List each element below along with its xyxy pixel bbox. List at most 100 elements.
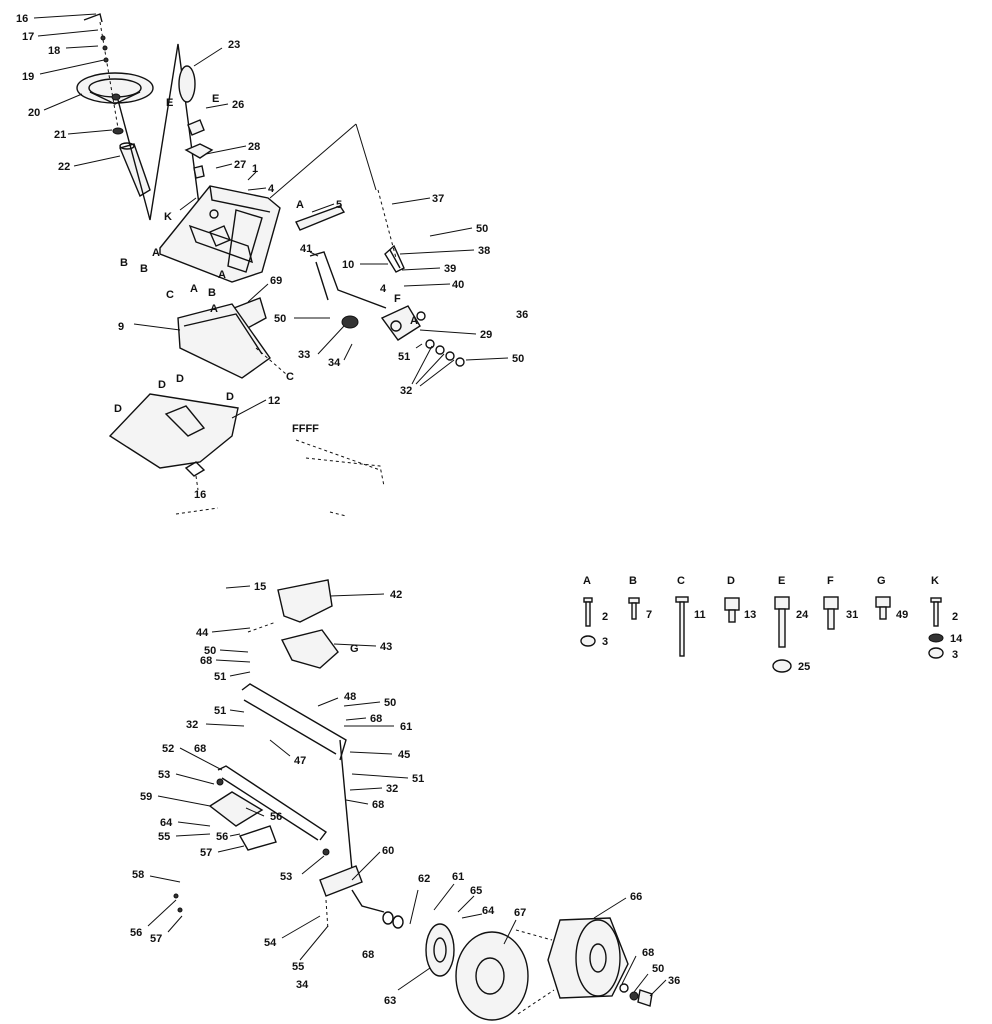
callout-leaders <box>33 13 667 997</box>
callout-50c: 50 <box>512 353 524 365</box>
callout-68: 68 <box>200 655 212 667</box>
floor-plate <box>108 393 267 469</box>
axle-hardware <box>173 778 404 931</box>
callout-68d: 68 <box>372 799 384 811</box>
callout-54: 54 <box>264 937 277 949</box>
steering-link <box>241 621 347 761</box>
hw-e-part: 25 <box>798 661 810 673</box>
callout-55: 55 <box>158 831 170 843</box>
axle-cap <box>619 983 653 1007</box>
callout-21: 21 <box>54 129 66 141</box>
ref-a: A <box>152 247 160 259</box>
hw-f-part: 31 <box>846 609 858 621</box>
callout-69: 69 <box>270 275 282 287</box>
dash-console <box>159 123 377 283</box>
callout-32c: 32 <box>386 783 398 795</box>
callout-38: 38 <box>478 245 490 257</box>
pivot-hub <box>341 305 426 341</box>
callout-36: 36 <box>516 309 528 321</box>
callout-61: 61 <box>400 721 412 733</box>
callout-47: 47 <box>294 755 306 767</box>
callout-labels: 16 17 18 19 20 21 22 23 26 28 27 1 4 37 … <box>16 13 680 1007</box>
hw-e-part: 24 <box>796 609 809 621</box>
callout-51b: 51 <box>214 671 226 683</box>
hw-e-letter: E <box>778 575 785 587</box>
callout-22: 22 <box>58 161 70 173</box>
callout-20: 20 <box>28 107 40 119</box>
hw-k-part: 3 <box>952 649 958 661</box>
hardware-key <box>580 596 944 673</box>
hw-c-letter: C <box>677 575 685 587</box>
callout-56c: 56 <box>130 927 142 939</box>
callout-17: 17 <box>22 31 34 43</box>
ref-b: B <box>140 263 148 275</box>
spacer <box>112 127 124 135</box>
callout-28: 28 <box>248 141 260 153</box>
callout-53: 53 <box>158 769 170 781</box>
callout-66: 66 <box>630 891 642 903</box>
callout-16: 16 <box>16 13 28 25</box>
throttle-cable <box>377 189 405 273</box>
ref-d: D <box>226 391 234 403</box>
ref-a: A <box>210 303 218 315</box>
fastener-marks <box>175 439 385 517</box>
ref-d: D <box>176 373 184 385</box>
ref-k: K <box>164 211 172 223</box>
callout-1: 1 <box>252 163 258 175</box>
callout-15: 15 <box>254 581 266 593</box>
front-bracket <box>277 579 385 623</box>
callout-36b: 36 <box>668 975 680 987</box>
hw-b-letter: B <box>629 575 637 587</box>
callout-65: 65 <box>470 885 482 897</box>
hw-k-bolt-icon <box>928 597 944 659</box>
ref-f: F <box>394 293 401 305</box>
ref-a: A <box>190 283 198 295</box>
callout-16b: 16 <box>194 489 206 501</box>
steering-sleeve <box>119 142 151 198</box>
callout-12: 12 <box>268 395 280 407</box>
hardware-key-labels: A 2 3 B 7 C 11 D 13 E 24 25 F 31 G 49 K … <box>583 575 963 673</box>
callout-4: 4 <box>268 183 275 195</box>
steering-wheel <box>76 72 154 105</box>
callout-40: 40 <box>452 279 464 291</box>
ref-e: E <box>212 93 219 105</box>
callout-10: 10 <box>342 259 354 271</box>
callout-29: 29 <box>480 329 492 341</box>
callout-32: 32 <box>400 385 412 397</box>
reference-letters: E E K A B A B A B A C A A C F D D D D FF… <box>114 93 418 655</box>
hw-b-part: 7 <box>646 609 652 621</box>
callout-48: 48 <box>344 691 356 703</box>
steering-cap <box>83 13 119 129</box>
steering-arm <box>208 791 277 851</box>
callout-56b: 56 <box>216 831 228 843</box>
callout-68e: 68 <box>362 949 374 961</box>
callout-34: 34 <box>328 357 341 369</box>
callout-68b: 68 <box>370 713 382 725</box>
hw-e-bolt-icon <box>772 596 792 673</box>
callout-51d: 51 <box>412 773 424 785</box>
callout-51c: 51 <box>214 705 226 717</box>
hw-b-bolt-icon <box>628 597 640 620</box>
callout-50f: 50 <box>652 963 664 975</box>
hw-d-letter: D <box>727 575 735 587</box>
tire <box>547 917 629 999</box>
callout-50: 50 <box>476 223 488 235</box>
hw-g-letter: G <box>877 575 886 587</box>
hw-g-bolt-icon <box>875 596 891 620</box>
callout-64b: 64 <box>482 905 495 917</box>
callout-9: 9 <box>118 321 124 333</box>
hw-f-bolt-icon <box>823 596 839 630</box>
callout-50b: 50 <box>274 313 286 325</box>
callout-5: 5 <box>336 199 342 211</box>
clip <box>184 461 206 491</box>
hub <box>425 923 455 977</box>
support-bracket <box>177 303 287 379</box>
spindle <box>319 739 385 913</box>
callout-44: 44 <box>196 627 209 639</box>
ref-c: C <box>166 289 174 301</box>
ref-d: D <box>114 403 122 415</box>
callout-50d: 50 <box>204 645 216 657</box>
callout-51: 51 <box>398 351 410 363</box>
callout-4b: 4 <box>380 283 387 295</box>
